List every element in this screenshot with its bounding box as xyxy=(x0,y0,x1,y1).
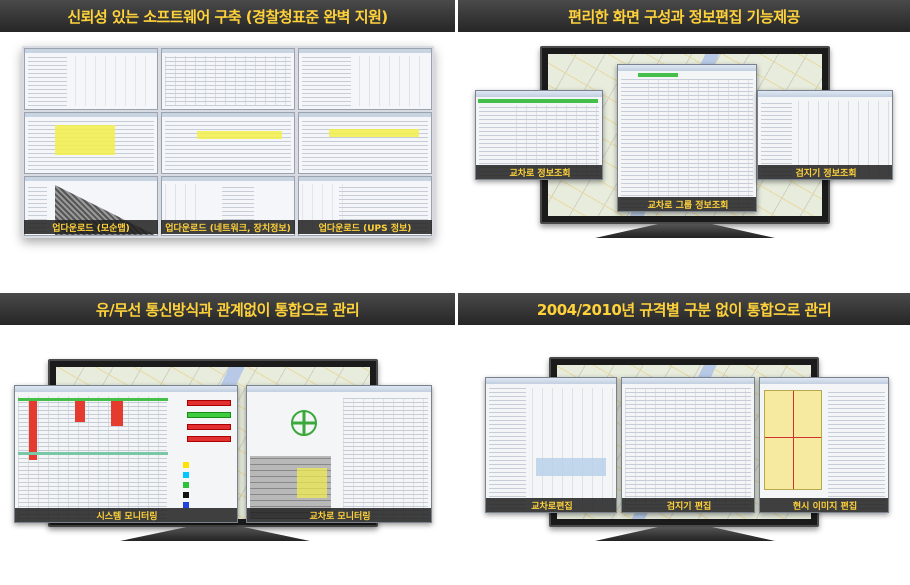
intersection-group-window: 교차로 그룹 정보조회 xyxy=(617,64,757,212)
intersection-info-window: 교차로 정보조회 xyxy=(475,90,603,180)
detector-edit-window: 검지기 편집 xyxy=(621,377,755,513)
screen-thumbnail xyxy=(24,112,158,174)
window-caption: 검지기 정보조회 xyxy=(758,165,892,179)
phase-canvas xyxy=(764,390,822,490)
window-caption: 교차로 모니터링 xyxy=(247,508,431,522)
phase-image-edit-window: 현시 이미지 편집 xyxy=(759,377,889,513)
window-caption: 검지기 편집 xyxy=(622,498,754,512)
window-caption: 현시 이미지 편집 xyxy=(760,498,888,512)
monitor-stand xyxy=(595,224,775,238)
signal-phase-icon xyxy=(291,410,317,436)
panel-convenient-ui: 편리한 화면 구성과 정보편집 기능제공 교차로 정보조회 교차로 그룹 정보조… xyxy=(455,0,910,292)
screen-thumbnail xyxy=(161,112,295,174)
intersection-edit-window: 교차로편집 xyxy=(485,377,617,513)
intersection-monitoring-window: 교차로 모니터링 xyxy=(246,385,432,523)
window-caption: 교차로 정보조회 xyxy=(476,165,602,179)
panel-title: 2004/2010년 규격별 구분 없이 통합으로 관리 xyxy=(458,293,910,325)
screen-thumbnail xyxy=(298,112,432,174)
screen-caption: 업다운로드 (네트워크, 장치정보) xyxy=(161,220,295,234)
panel-title: 유/무선 통신방식과 관계없이 통합으로 관리 xyxy=(0,293,455,325)
panel-integrated-standards: 2004/2010년 규격별 구분 없이 통합으로 관리 교차로편집 검지기 편… xyxy=(455,293,910,585)
screenshot-mosaic: 업다운로드 (모순맵) 업다운로드 (네트워크, 장치정보) 업다운로드 (UP… xyxy=(22,46,434,238)
screen-caption: 업다운로드 (UPS 정보) xyxy=(298,220,432,234)
panel-title: 편리한 화면 구성과 정보편집 기능제공 xyxy=(458,0,910,32)
monitor-stand xyxy=(120,527,310,541)
window-caption: 교차로편집 xyxy=(486,498,616,512)
screen-thumbnail xyxy=(161,48,295,110)
panel-software-reliability: 신뢰성 있는 소프트웨어 구축 (경찰청표준 완벽 지원) 업다운로드 (모순맵… xyxy=(0,0,455,292)
window-caption: 시스템 모니터링 xyxy=(15,508,237,522)
system-monitoring-window: 시스템 모니터링 xyxy=(14,385,238,523)
window-caption: 교차로 그룹 정보조회 xyxy=(618,197,756,211)
monitor-stand xyxy=(595,527,775,541)
panel-title: 신뢰성 있는 소프트웨어 구축 (경찰청표준 완벽 지원) xyxy=(0,0,455,32)
panel-integrated-comms: 유/무선 통신방식과 관계없이 통합으로 관리 시스템 모니터링 교차로 모니터… xyxy=(0,293,455,585)
screen-thumbnail xyxy=(298,48,432,110)
screen-caption: 업다운로드 (모순맵) xyxy=(24,220,158,234)
screen-thumbnail xyxy=(24,48,158,110)
detector-info-window: 검지기 정보조회 xyxy=(757,90,893,180)
